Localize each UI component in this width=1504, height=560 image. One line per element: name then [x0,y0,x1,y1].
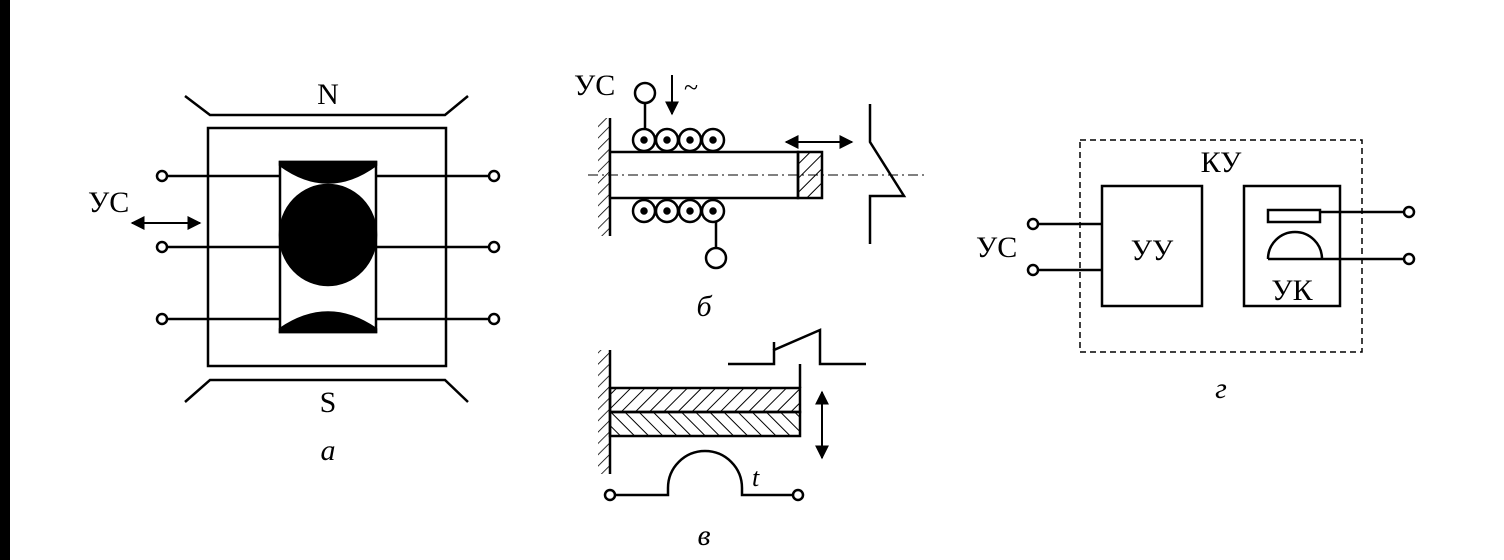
terminal [487,312,501,326]
switch-contact [868,104,907,244]
contact-arc [1266,230,1324,260]
terminal [1402,252,1416,266]
bimetal-layer-bottom [608,410,802,438]
panel-a [130,95,501,403]
input-label-g: УС [976,231,1017,264]
panel-g [1026,139,1416,353]
terminal [1026,217,1040,231]
panel-v [598,328,866,502]
caption-a: а [321,434,336,467]
scan-edge-bar [0,0,10,560]
mount-wall [598,118,610,236]
block-uu [1100,184,1204,308]
terminal [704,246,728,270]
input-label-a: УС [88,186,129,219]
mount-wall [598,350,610,474]
input-label-b: УС [574,69,615,102]
switch-contact [728,328,866,366]
block-label-uu: УУ [1131,234,1174,267]
temperature-label: t [752,463,760,492]
ac-symbol: ~ [684,73,698,102]
capsule-cap-bottom [278,311,378,334]
caption-v: в [697,519,710,552]
terminal [155,169,169,183]
caption-g: г [1215,372,1227,405]
terminal [487,240,501,254]
pole-label-north: N [317,78,339,111]
terminal [487,169,501,183]
caption-b: б [696,290,712,323]
outer-label-ku: КУ [1201,146,1242,179]
contact-bar [1266,208,1322,224]
panel-b [588,75,925,270]
pole-piece-top [184,95,469,117]
pole-piece-bottom [184,378,469,403]
terminal [603,488,617,502]
pole-label-south: S [320,386,337,419]
terminal [633,81,657,105]
block-uk [1242,184,1342,308]
terminal [1402,205,1416,219]
terminal [155,312,169,326]
capsule-cap-top [278,160,378,184]
magnetic-ball [278,183,378,287]
terminal [155,240,169,254]
terminal [791,488,805,502]
terminal [1026,263,1040,277]
control-unit-boundary [1079,139,1363,353]
block-label-uk: УК [1271,274,1313,307]
heater-element [615,449,793,497]
bimetal-layer-top [608,386,802,414]
